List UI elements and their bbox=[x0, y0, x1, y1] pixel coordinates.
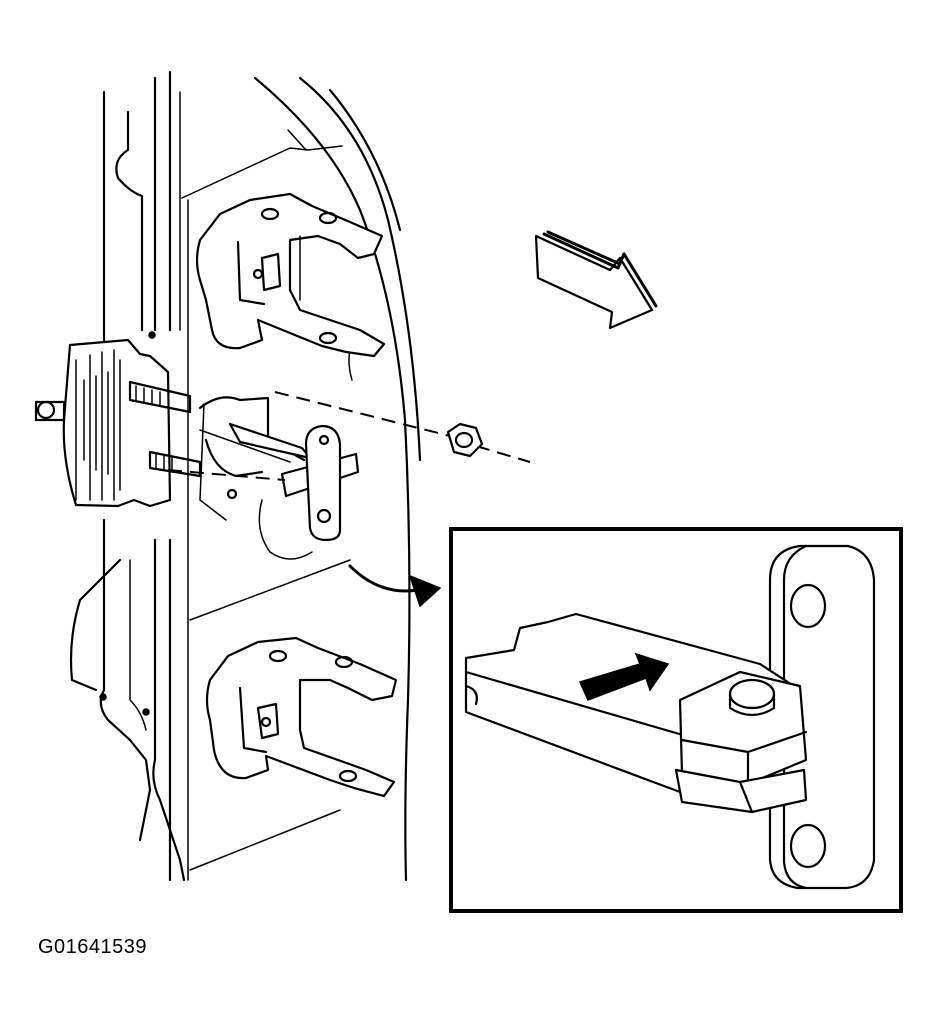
detail-inset bbox=[449, 527, 903, 913]
direction-arrow-icon bbox=[534, 230, 658, 330]
door-check-assembly bbox=[34, 338, 360, 560]
upper-hinge bbox=[195, 192, 386, 358]
bolt-alignment bbox=[167, 391, 531, 481]
callout-arrow-icon bbox=[348, 564, 442, 608]
push-arrow-icon bbox=[578, 652, 670, 701]
door-pillar bbox=[69, 70, 186, 882]
figure-id-label: G01641539 bbox=[38, 936, 148, 958]
lower-hinge bbox=[205, 636, 398, 798]
door-panel bbox=[181, 76, 422, 882]
hinge-nut bbox=[446, 422, 484, 458]
